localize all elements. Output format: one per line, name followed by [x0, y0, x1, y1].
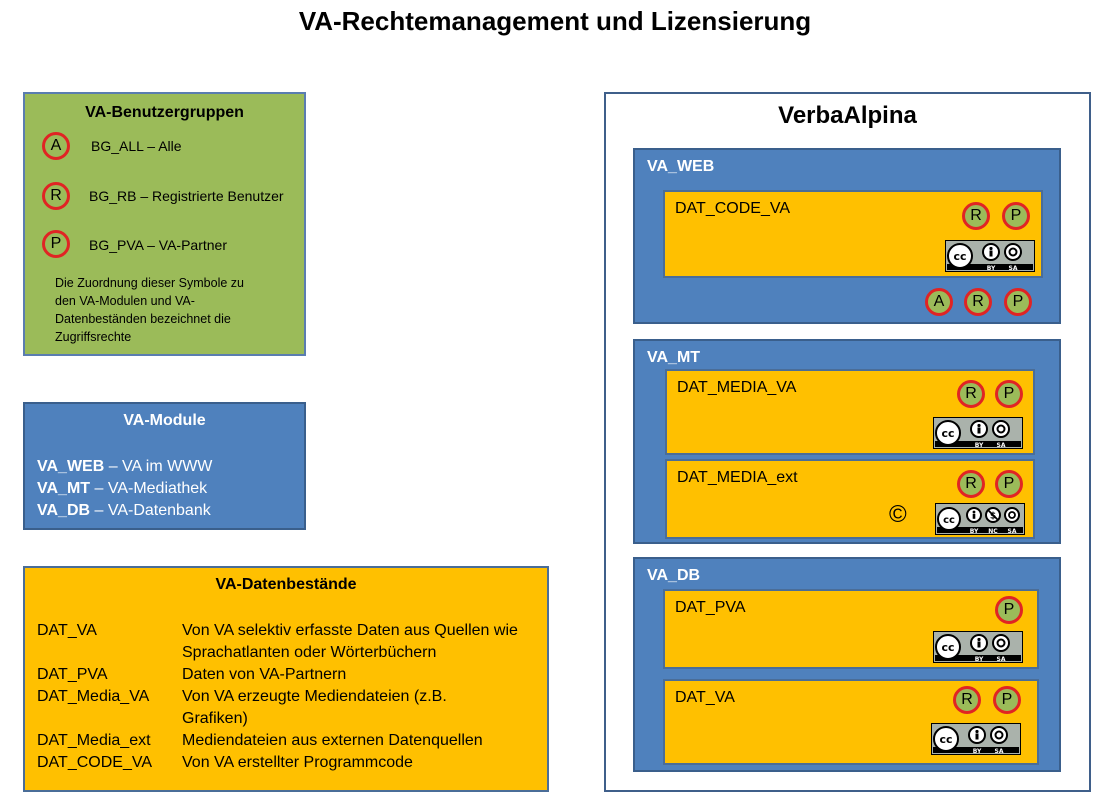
- symbol-p: P: [995, 380, 1023, 408]
- group-label-rb: BG_RB – Registrierte Benutzer: [89, 188, 284, 204]
- note-line: Datenbeständen bezeichnet die: [55, 312, 231, 326]
- symbol-p: P: [993, 686, 1021, 714]
- cc-text: cc: [953, 250, 966, 263]
- module-label: VA_WEB: [647, 158, 715, 175]
- symbol-a: A: [925, 288, 953, 316]
- note-line: Zugriffsrechte: [55, 330, 132, 344]
- module-line-mt: VA_MT – VA-Mediathek: [37, 480, 207, 498]
- dataset-desc: Daten von VA-Partnern: [182, 666, 347, 683]
- module-va-mt: VA_MT DAT_MEDIA_VA R P cc BY SA DAT_MEDI…: [633, 339, 1061, 544]
- dataset-label: DAT_MEDIA_ext: [677, 469, 798, 486]
- module-va-web: VA_WEB DAT_CODE_VA R P cc BY SA A R P: [633, 148, 1061, 324]
- cc-text: cc: [941, 641, 954, 654]
- dataset-key: DAT_PVA: [37, 666, 108, 683]
- module-va-db: VA_DB DAT_PVA P cc BY SA DAT_VA R P cc: [633, 557, 1061, 772]
- nc-text: NC: [988, 528, 998, 535]
- by-text: BY: [987, 265, 996, 272]
- dataset-dat-media-ext: DAT_MEDIA_ext R P © cc $ BY NC SA: [665, 459, 1035, 539]
- symbol-p: P: [42, 230, 70, 258]
- dataset-key: DAT_Media_ext: [37, 732, 151, 749]
- cc-text: cc: [939, 733, 952, 746]
- dataset-label: DAT_MEDIA_VA: [677, 379, 797, 396]
- group-label-all: BG_ALL – Alle: [91, 138, 182, 154]
- symbol-p: P: [1002, 202, 1030, 230]
- symbol-p: P: [995, 596, 1023, 624]
- dataset-dat-va: DAT_VA R P cc BY SA: [663, 679, 1039, 765]
- symbol-r: R: [964, 288, 992, 316]
- modules-header: VA-Module: [123, 412, 206, 429]
- module-desc: – VA-Mediathek: [90, 480, 208, 497]
- by-text: BY: [970, 528, 979, 535]
- cc-by-sa-icon: cc BY SA: [931, 723, 1021, 755]
- datasets-header: VA-Datenbestände: [215, 576, 357, 593]
- sa-text: SA: [1008, 528, 1017, 535]
- modules-box: VA-Module VA_WEB – VA im WWW VA_MT – VA-…: [23, 402, 306, 530]
- sa-text: SA: [995, 748, 1004, 755]
- symbol-r: R: [42, 182, 70, 210]
- sa-text: SA: [1009, 265, 1018, 272]
- module-key: VA_MT: [37, 480, 91, 497]
- datasets-box: VA-Datenbestände DAT_VA Von VA selektiv …: [23, 566, 549, 792]
- dataset-key: DAT_VA: [37, 622, 97, 639]
- dataset-desc: Von VA selektiv erfasste Daten aus Quell…: [182, 622, 518, 661]
- cc-by-sa-icon: cc BY SA: [933, 417, 1023, 449]
- user-groups-header: VA-Benutzergruppen: [85, 104, 244, 121]
- by-text: BY: [975, 442, 984, 449]
- dataset-label: DAT_CODE_VA: [675, 200, 790, 217]
- dataset-key: DAT_CODE_VA: [37, 754, 152, 771]
- module-line-web: VA_WEB – VA im WWW: [37, 458, 212, 476]
- symbol-p: P: [1004, 288, 1032, 316]
- module-desc: – VA-Datenbank: [90, 502, 211, 519]
- cc-by-sa-icon: cc BY SA: [945, 240, 1035, 272]
- dataset-desc: Von VA erstellter Programmcode: [182, 754, 413, 771]
- dataset-desc: Mediendateien aus externen Datenquellen: [182, 732, 483, 749]
- note-line: Die Zuordnung dieser Symbole zu: [55, 276, 244, 290]
- dataset-desc: Von VA erzeugte Mediendateien (z.B. Graf…: [182, 688, 447, 727]
- module-label: VA_DB: [647, 567, 701, 584]
- cc-by-nc-sa-icon: cc $ BY NC SA: [935, 503, 1025, 535]
- dataset-label: DAT_VA: [675, 689, 735, 706]
- cc-text: cc: [943, 515, 955, 526]
- dataset-label: DAT_PVA: [675, 599, 746, 616]
- verbaalpina-title: VerbaAlpina: [778, 102, 917, 129]
- page-title: VA-Rechtemanagement und Lizensierung: [298, 6, 812, 36]
- module-key: VA_WEB: [37, 458, 105, 475]
- module-label: VA_MT: [647, 349, 701, 366]
- symbol-r: R: [962, 202, 990, 230]
- by-text: BY: [975, 656, 984, 663]
- symbol-r: R: [957, 380, 985, 408]
- module-key: VA_DB: [37, 502, 91, 519]
- sa-text: SA: [997, 656, 1006, 663]
- symbol-p: P: [995, 470, 1023, 498]
- dataset-dat-code-va: DAT_CODE_VA R P cc BY SA: [663, 190, 1043, 278]
- symbol-r: R: [953, 686, 981, 714]
- symbol-a: A: [42, 132, 70, 160]
- svg-text:$: $: [990, 512, 996, 522]
- dataset-dat-media-va: DAT_MEDIA_VA R P cc BY SA: [665, 369, 1035, 455]
- cc-by-sa-icon: cc BY SA: [933, 631, 1023, 663]
- groups-note: Die Zuordnung dieser Symbole zu den VA-M…: [55, 274, 300, 346]
- module-line-db: VA_DB – VA-Datenbank: [37, 502, 211, 520]
- user-groups-box: VA-Benutzergruppen A BG_ALL – Alle R BG_…: [23, 92, 306, 356]
- dataset-dat-pva: DAT_PVA P cc BY SA: [663, 589, 1039, 669]
- note-line: den VA-Modulen und VA-: [55, 294, 195, 308]
- by-text: BY: [973, 748, 982, 755]
- copyright-icon: ©: [889, 501, 907, 528]
- module-desc: – VA im WWW: [104, 458, 213, 475]
- group-label-pva: BG_PVA – VA-Partner: [89, 237, 227, 253]
- sa-text: SA: [997, 442, 1006, 449]
- symbol-r: R: [957, 470, 985, 498]
- dataset-key: DAT_Media_VA: [37, 688, 150, 705]
- cc-text: cc: [941, 427, 954, 440]
